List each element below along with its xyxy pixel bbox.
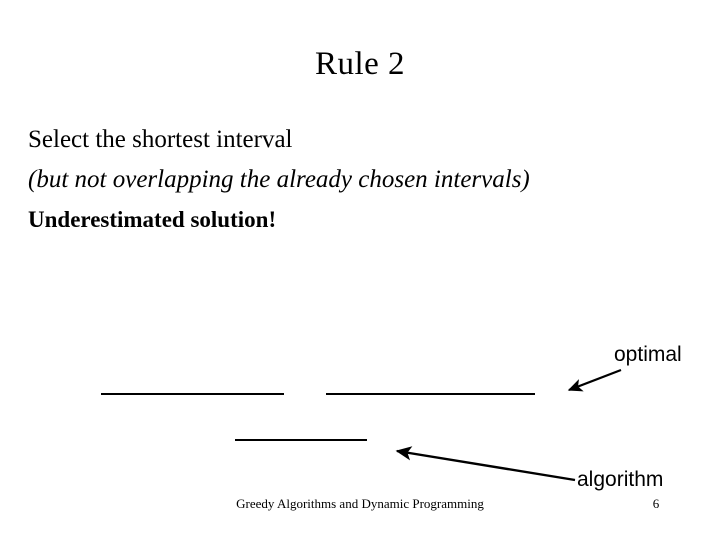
optimal-interval-segment-2 (326, 393, 535, 395)
page-title: Rule 2 (314, 46, 406, 82)
algorithm-interval-segment-1 (235, 439, 367, 441)
optimal-label: optimal (614, 343, 682, 366)
body-line-not-overlapping-note: (but not overlapping the already chosen … (28, 166, 530, 193)
body-line-select-shortest-interval: Select the shortest interval (28, 126, 293, 153)
footer-text: Greedy Algorithms and Dynamic Programmin… (236, 496, 484, 511)
optimal-arrow (567, 368, 622, 392)
algorithm-label: algorithm (577, 468, 664, 491)
body-line-underestimated-solution: Underestimated solution! (28, 207, 277, 232)
slide-body-text: Select the shortest interval (but not ov… (28, 120, 692, 240)
page-number: 6 (652, 496, 660, 511)
optimal-interval-segment-1 (101, 393, 284, 395)
algorithm-arrow (395, 446, 576, 482)
